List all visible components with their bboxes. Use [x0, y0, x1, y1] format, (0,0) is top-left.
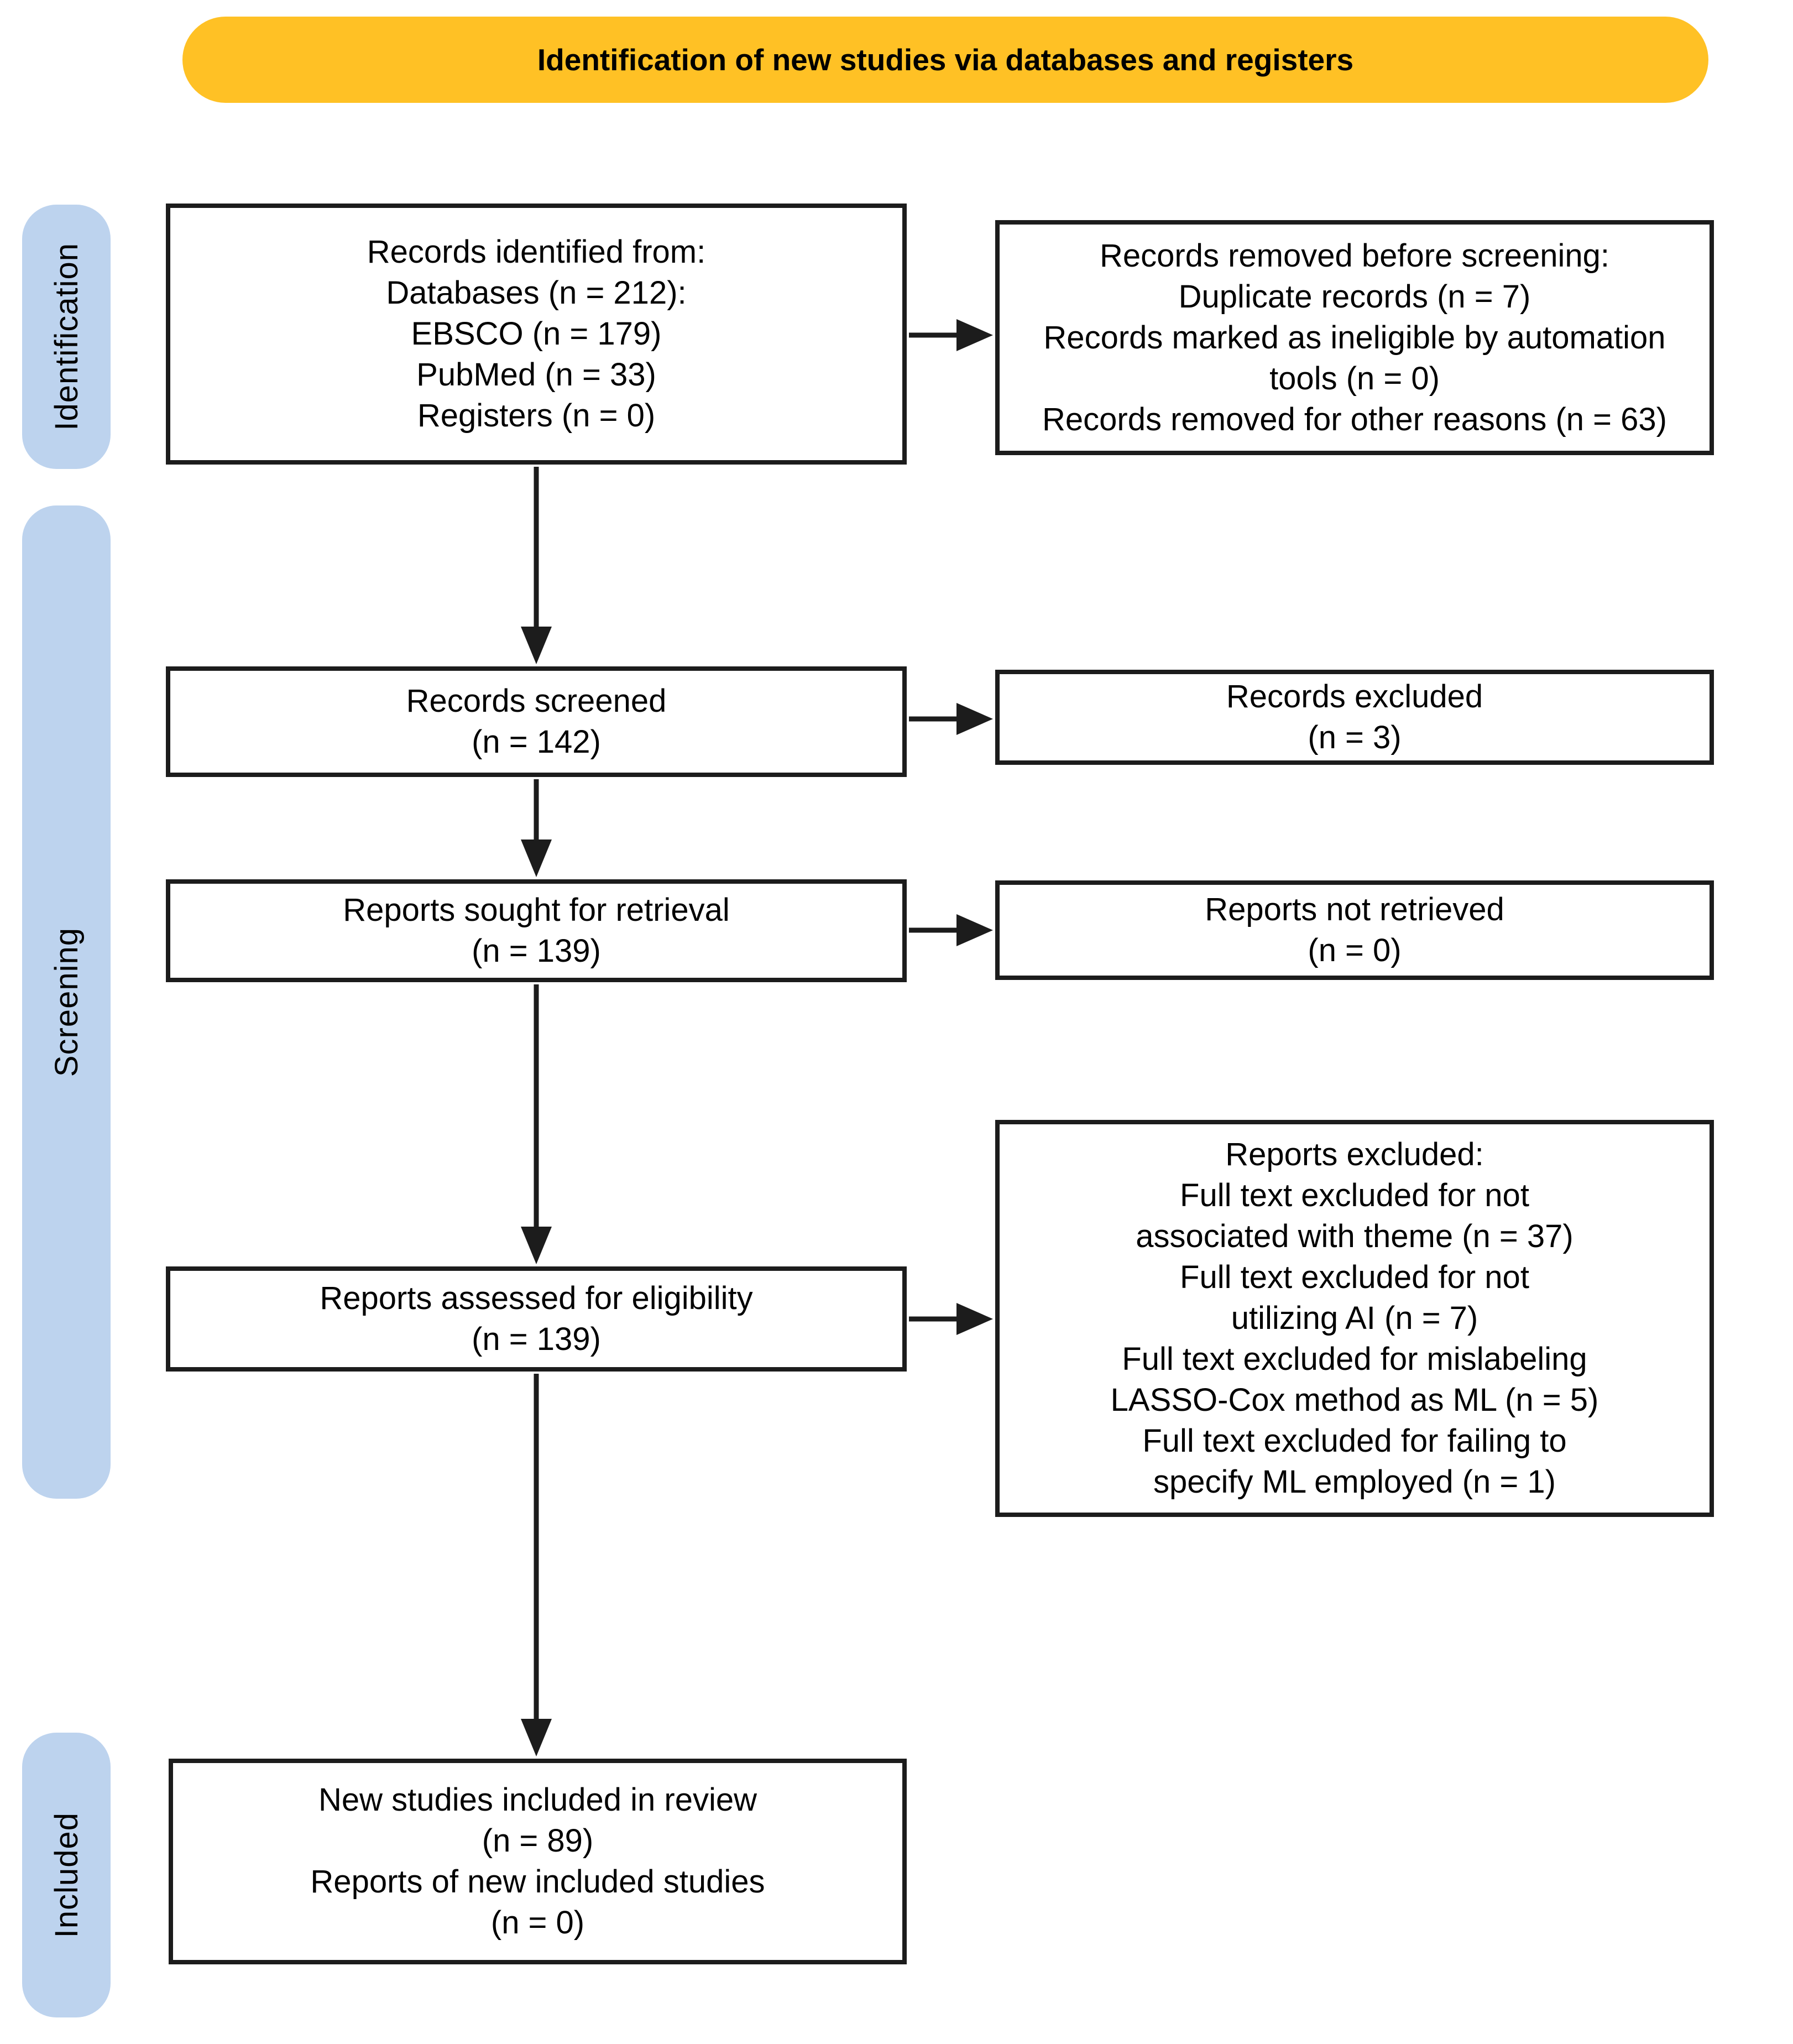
box-text-line: (n = 0): [490, 1905, 585, 1941]
box-text-line: Records removed before screening:: [1099, 237, 1610, 274]
box-text-line: (n = 139): [472, 1321, 601, 1357]
box-text-line: PubMed (n = 33): [416, 357, 656, 393]
box-text-line: (n = 139): [472, 933, 601, 969]
box-text-line: (n = 3): [1308, 719, 1402, 755]
arrow-screened-to-sought: [521, 779, 552, 877]
box-records-excluded: Records excluded (n = 3): [995, 670, 1714, 765]
box-text-line: Records screened: [406, 683, 667, 719]
box-text-line: LASSO-Cox method as ML (n = 5): [1110, 1382, 1599, 1418]
box-text-line: Reports excluded:: [1225, 1136, 1484, 1172]
box-text-line: Records removed for other reasons (n = 6…: [1042, 401, 1667, 437]
box-text-line: utilizing AI (n = 7): [1231, 1300, 1478, 1336]
box-records-removed-before-screening: Records removed before screening: Duplic…: [995, 220, 1714, 455]
box-text-line: Reports of new included studies: [310, 1864, 765, 1900]
box-text-line: Full text excluded for not: [1180, 1177, 1529, 1213]
box-new-studies-included: New studies included in review (n = 89) …: [169, 1759, 907, 1964]
banner: Identification of new studies via databa…: [182, 17, 1708, 103]
box-text-line: (n = 89): [482, 1823, 594, 1859]
box-text-line: (n = 142): [472, 724, 601, 760]
stage-label-identification: Identification: [48, 243, 85, 431]
box-reports-sought-for-retrieval: Reports sought for retrieval (n = 139): [166, 879, 907, 982]
box-reports-assessed-for-eligibility: Reports assessed for eligibility (n = 13…: [166, 1266, 907, 1372]
box-text-line: Records excluded: [1226, 679, 1483, 715]
arrow-identified-to-removed: [909, 319, 993, 351]
box-reports-excluded: Reports excluded: Full text excluded for…: [995, 1120, 1714, 1517]
arrow-sought-to-not-retrieved: [909, 914, 993, 946]
box-text-line: tools (n = 0): [1269, 360, 1440, 397]
box-text-line: specify ML employed (n = 1): [1153, 1464, 1556, 1500]
box-records-screened: Records screened (n = 142): [166, 666, 907, 777]
box-reports-not-retrieved: Reports not retrieved (n = 0): [995, 880, 1714, 980]
box-text-line: EBSCO (n = 179): [411, 316, 662, 352]
arrow-identified-to-screened: [521, 467, 552, 664]
box-text-line: New studies included in review: [318, 1782, 757, 1818]
box-text-line: Full text excluded for failing to: [1142, 1423, 1567, 1459]
stage-label-included: Included: [48, 1812, 85, 1938]
box-text-line: Duplicate records (n = 7): [1178, 278, 1531, 315]
box-text-line: Databases (n = 212):: [386, 275, 687, 311]
banner-label: Identification of new studies via databa…: [537, 43, 1354, 77]
box-text-line: Reports assessed for eligibility: [320, 1280, 753, 1316]
arrow-screened-to-excluded: [909, 703, 993, 735]
box-text-line: Full text excluded for not: [1180, 1259, 1529, 1295]
box-text-line: Records identified from:: [367, 234, 706, 270]
arrow-assessed-to-excluded: [909, 1303, 993, 1335]
arrow-assessed-to-included: [521, 1374, 552, 1756]
box-text-line: (n = 0): [1308, 932, 1402, 968]
box-text-line: Full text excluded for mislabeling: [1122, 1341, 1587, 1377]
box-text-line: associated with theme (n = 37): [1136, 1218, 1574, 1254]
stage-band-included: Included: [22, 1733, 111, 2017]
box-text-line: Reports not retrieved: [1205, 891, 1504, 927]
arrow-sought-to-assessed: [521, 984, 552, 1264]
stage-band-identification: Identification: [22, 205, 111, 469]
box-records-identified: Records identified from: Databases (n = …: [166, 204, 907, 465]
box-text-line: Records marked as ineligible by automati…: [1043, 319, 1666, 356]
box-text-line: Reports sought for retrieval: [343, 892, 730, 928]
stage-label-screening: Screening: [48, 927, 85, 1077]
box-text-line: Registers (n = 0): [417, 398, 656, 434]
stage-band-screening: Screening: [22, 505, 111, 1499]
